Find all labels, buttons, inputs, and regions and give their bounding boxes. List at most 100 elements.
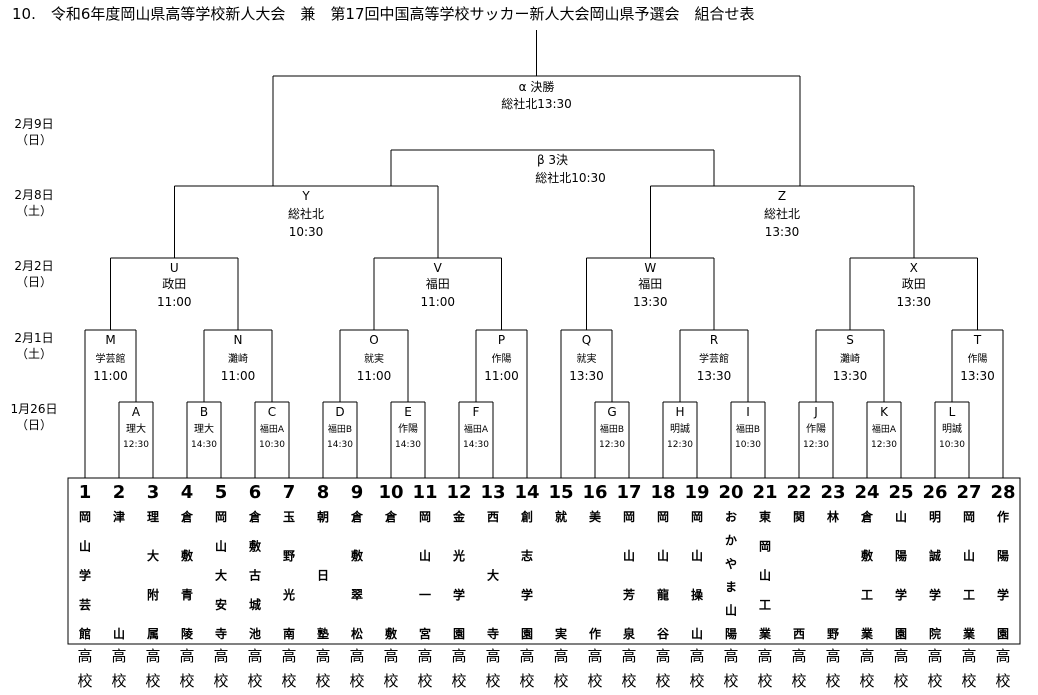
match-id: U (170, 261, 179, 275)
team-number: 23 (820, 482, 845, 503)
team-number: 27 (956, 482, 981, 503)
match-id: P (498, 333, 505, 347)
match-time: 13:30 (833, 369, 868, 383)
match-id: C (268, 405, 276, 419)
team-name-char: 就 (555, 509, 567, 524)
match-time: 10:30 (735, 440, 761, 450)
match-venue: 灘崎 (840, 352, 860, 365)
school-suffix-kou: 高 (349, 647, 364, 665)
team-name-char: 園 (453, 627, 465, 641)
match-time: 11:00 (484, 369, 519, 383)
team-name-char: 属 (147, 627, 159, 641)
team-name-char: 志 (521, 548, 533, 563)
team-number: 2 (113, 482, 126, 503)
team-number: 28 (990, 482, 1015, 503)
team-name-char: 陽 (997, 549, 1009, 563)
school-suffix-ko: 校 (757, 672, 772, 690)
team-name-char: 龍 (657, 587, 669, 602)
school-suffix-ko: 校 (281, 672, 296, 690)
match-venue: 福田A (872, 423, 897, 435)
match-time: 13:30 (697, 369, 732, 383)
match-time: 14:30 (463, 440, 489, 450)
team-name-char: 日 (317, 569, 329, 583)
team-number: 14 (514, 482, 539, 503)
team-name-char: 院 (929, 626, 941, 641)
school-suffix-ko: 校 (621, 672, 636, 690)
team-number: 11 (412, 482, 437, 503)
school-suffix-ko: 校 (995, 672, 1010, 690)
match-venue: 作陽 (492, 353, 512, 365)
match-venue: 灘崎 (228, 352, 248, 365)
team-name-char: 敷 (249, 538, 262, 553)
school-suffix-ko: 校 (655, 672, 670, 690)
weekday-label: （日） (16, 275, 52, 289)
school-suffix-ko: 校 (825, 672, 840, 690)
school-suffix-kou: 高 (519, 647, 534, 665)
team-name-char: 倉 (384, 509, 398, 524)
weekday-label: （日） (16, 133, 52, 147)
team-name-char: 附 (147, 587, 159, 602)
team-name-char: 岡 (623, 510, 635, 524)
school-suffix-ko: 校 (213, 672, 228, 690)
match-venue: 就実 (577, 352, 597, 365)
team-name-char: 津 (113, 509, 125, 524)
team-name-char: 光 (452, 548, 465, 563)
school-suffix-kou: 高 (587, 647, 602, 665)
team-name-char: 実 (555, 626, 567, 641)
match-time: 12:30 (667, 440, 693, 450)
match-id: K (880, 405, 889, 419)
team-number: 1 (79, 482, 92, 503)
team-name-char: 岡 (657, 510, 669, 524)
team-name-char: 作 (997, 509, 1009, 524)
team-number: 5 (215, 482, 228, 503)
team-name-char: 東 (759, 509, 771, 524)
school-suffix-kou: 高 (281, 647, 296, 665)
match-id: B (200, 405, 208, 419)
match-venue: 理大 (194, 422, 214, 435)
team-name-char: 岡 (963, 510, 975, 524)
date-label: 1月26日 (11, 402, 58, 416)
team-name-char: 寺 (487, 626, 499, 641)
match-id: G (607, 405, 616, 419)
match-time: 13:30 (633, 295, 668, 309)
school-suffix-kou: 高 (689, 647, 704, 665)
team-name-char: 敷 (385, 626, 398, 641)
team-name-char: 創 (520, 509, 533, 524)
date-column: 2月9日（日）2月8日（土）2月2日（日）2月1日（土）1月26日（日） (11, 117, 58, 432)
team-name-char: 山 (725, 603, 737, 618)
match-time: 11:00 (221, 369, 256, 383)
match-id: N (234, 333, 243, 347)
team-name-char: 美 (589, 509, 602, 524)
match-id: Y (301, 189, 310, 203)
team-number: 19 (684, 482, 709, 503)
school-suffix-kou: 高 (655, 647, 670, 665)
team-number: 20 (718, 482, 743, 503)
school-suffix-ko: 校 (485, 672, 500, 690)
third-venue: 総社北10:30 (535, 170, 606, 185)
team-number: 3 (147, 482, 160, 503)
school-suffix-kou: 高 (417, 647, 432, 665)
team-name-char: 谷 (657, 626, 670, 641)
team-name-char: 誠 (929, 548, 941, 563)
team-name-char: 作 (589, 626, 601, 641)
match-time: 12:30 (803, 440, 829, 450)
team-number: 24 (854, 482, 879, 503)
team-name-char: お (725, 510, 737, 524)
school-suffix-ko: 校 (723, 672, 738, 690)
match-venue: 総社北 (764, 206, 800, 221)
match-labels: A理大12:30B理大14:30C福田A10:30D福田B14:30E作陽14:… (93, 79, 995, 450)
team-name-char: や (725, 557, 737, 571)
team-name-char: か (725, 533, 737, 547)
match-venue: 学芸館 (699, 352, 729, 365)
team-name-char: 西 (487, 510, 499, 524)
match-id: I (746, 405, 750, 419)
team-name-char: 敷 (181, 548, 194, 563)
team-name-char: 芳 (623, 587, 635, 602)
school-suffix-ko: 校 (315, 672, 330, 690)
school-suffix-ko: 校 (145, 672, 160, 690)
school-suffix-ko: 校 (587, 672, 602, 690)
team-name-char: 倉 (248, 509, 262, 524)
match-id: F (473, 405, 480, 419)
team-name-char: 陽 (895, 549, 907, 563)
match-id: L (949, 405, 956, 419)
